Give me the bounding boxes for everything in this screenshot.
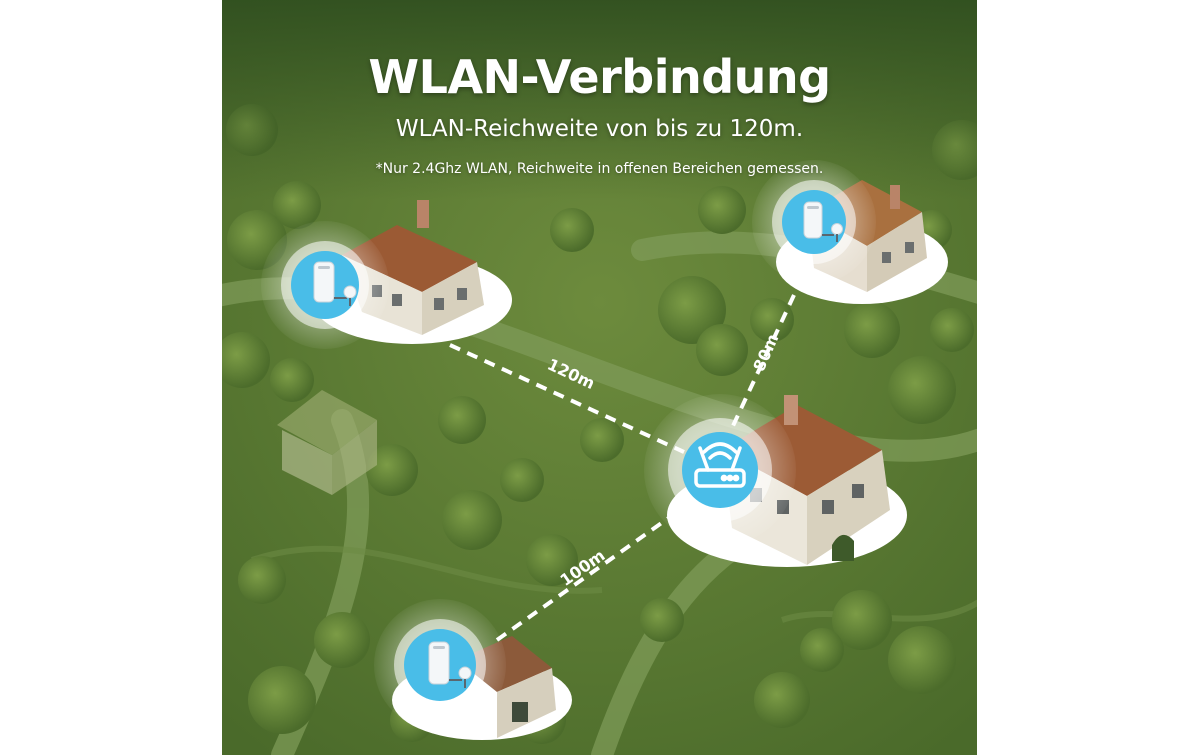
footnote: *Nur 2.4Ghz WLAN, Reichweite in offenen … <box>375 161 824 177</box>
wifi-extender-icon <box>313 261 357 306</box>
background-house <box>277 390 377 495</box>
router-icon <box>694 442 746 488</box>
page-title: WLAN-Verbindung <box>368 50 831 104</box>
wifi-extender-icon <box>428 641 472 688</box>
extender-badge-upper-left <box>261 221 389 349</box>
wifi-extender-icon <box>803 201 843 242</box>
trees <box>222 104 977 744</box>
extender-badge-bottom-left <box>374 599 506 731</box>
wifi-range-poster: 120m 80m 100m <box>222 0 977 755</box>
router-badge <box>644 394 796 546</box>
extender-badge-upper-right <box>752 160 876 284</box>
neighborhood-scene: 120m 80m 100m <box>222 0 977 755</box>
page-subtitle: WLAN-Reichweite von bis zu 120m. <box>395 116 804 142</box>
